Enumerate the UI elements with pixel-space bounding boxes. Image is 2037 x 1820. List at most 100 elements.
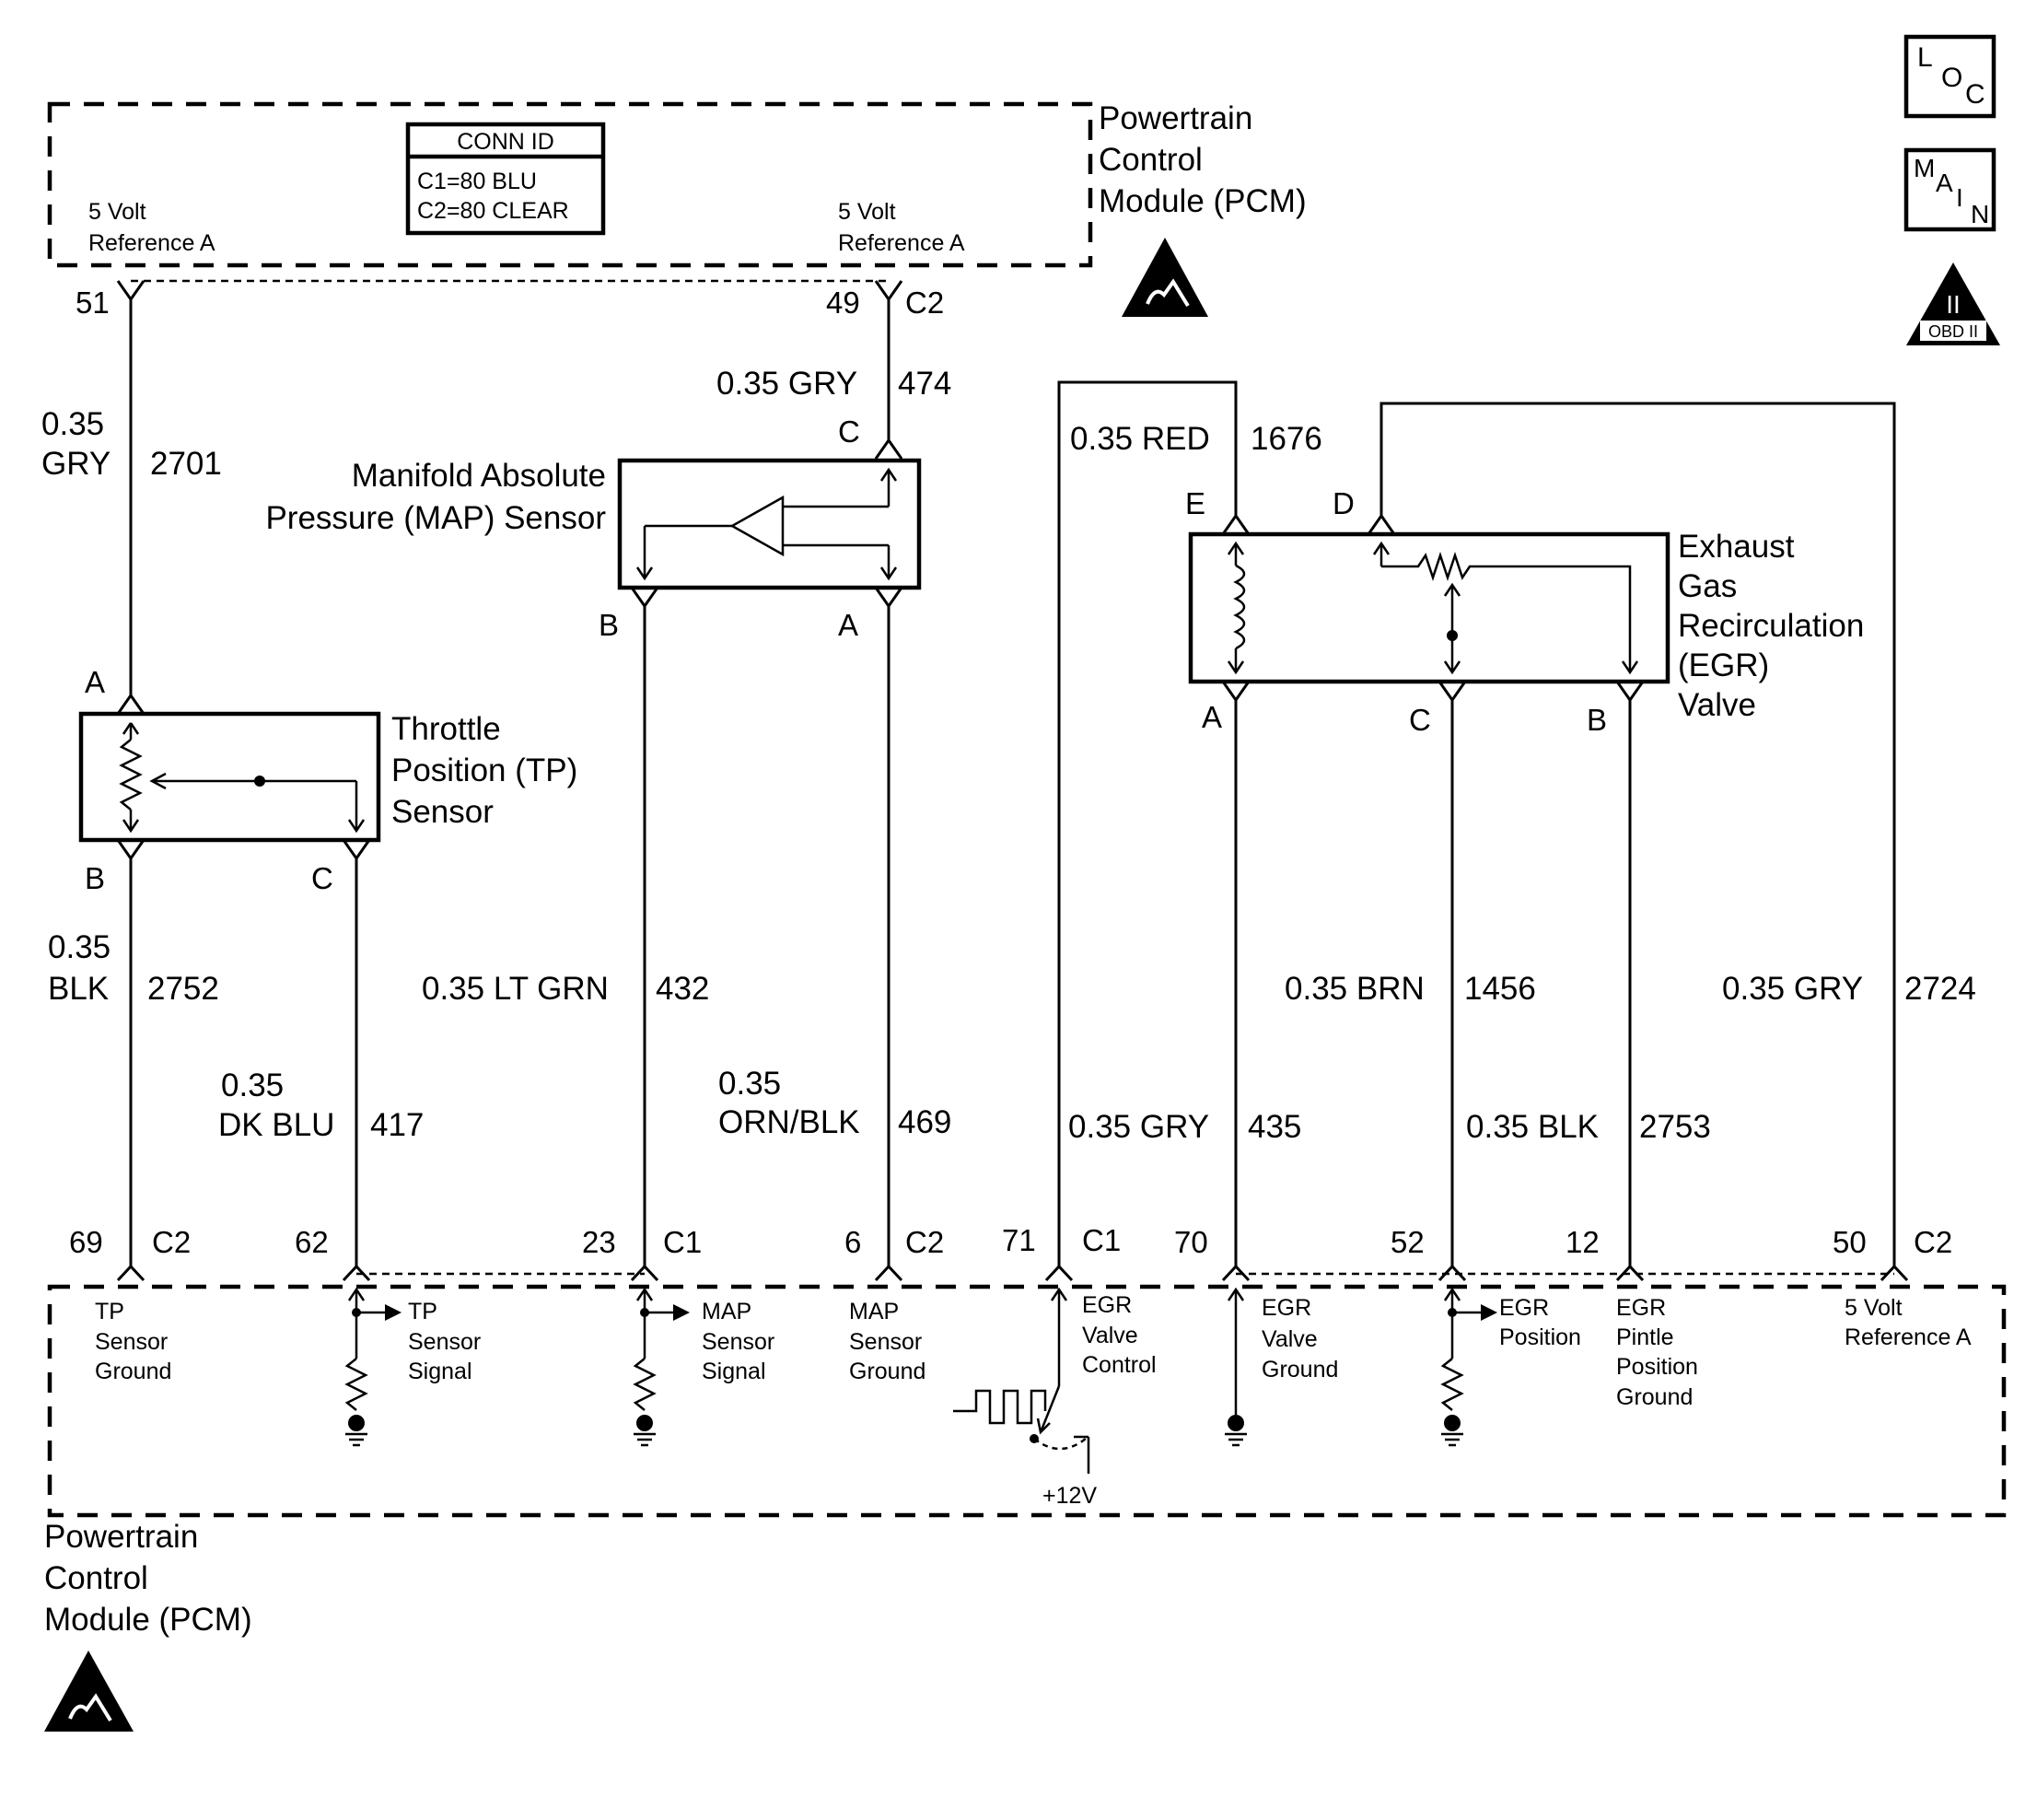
label-egr-pintle-ground-1: EGR bbox=[1616, 1295, 1666, 1321]
label-egr-control-2: Valve bbox=[1082, 1323, 1138, 1348]
wire-1456-num: 1456 bbox=[1464, 971, 1536, 1007]
pcm-top-ref-left-1: 5 Volt bbox=[88, 199, 146, 225]
egr-valve-label-2: Gas bbox=[1678, 568, 1737, 604]
pin-69-c2: C2 bbox=[152, 1225, 191, 1259]
svg-text:II: II bbox=[1946, 290, 1961, 319]
pin-23: 23 bbox=[582, 1225, 616, 1259]
svg-text:M: M bbox=[1914, 154, 1935, 182]
pcm-top-ref-right-1: 5 Volt bbox=[838, 199, 896, 225]
pin-49-c2: C2 bbox=[905, 286, 944, 320]
pin-23-c1: C1 bbox=[663, 1225, 702, 1259]
egr-valve-label-1: Exhaust bbox=[1678, 529, 1795, 565]
map-sensor-label-1: Manifold Absolute bbox=[352, 458, 606, 494]
pcm-top-ref-right-2: Reference A bbox=[838, 230, 965, 256]
wire-435-label: 0.35 GRY bbox=[1068, 1109, 1209, 1145]
wire-2753-label: 0.35 BLK bbox=[1466, 1109, 1599, 1145]
label-ref-a-1: 5 Volt bbox=[1845, 1295, 1903, 1321]
pin-71-c1: C1 bbox=[1082, 1223, 1121, 1257]
wire-474-num: 474 bbox=[898, 366, 951, 402]
wire-469-color: ORN/BLK bbox=[718, 1104, 860, 1140]
egr-pin-c: C bbox=[1409, 703, 1431, 737]
egr-pin-a: A bbox=[1202, 700, 1222, 734]
pin-49: 49 bbox=[826, 286, 860, 320]
esd-warning-icon-bottom bbox=[44, 1651, 134, 1732]
main-icon: M A I N bbox=[1903, 147, 1996, 232]
pin-6: 6 bbox=[844, 1225, 861, 1259]
pcm-internal-circuits bbox=[344, 1287, 1497, 1474]
wire-469-num: 469 bbox=[898, 1104, 951, 1140]
label-map-signal-2: Sensor bbox=[702, 1329, 774, 1355]
label-ref-a-2: Reference A bbox=[1845, 1324, 1972, 1350]
label-egr-control-3: Control bbox=[1082, 1352, 1157, 1378]
pin-62: 62 bbox=[295, 1225, 329, 1259]
wire-1676-num: 1676 bbox=[1251, 421, 1322, 457]
pcm-top-title-1: Powertrain bbox=[1099, 100, 1252, 136]
map-sensor-amplifier-icon bbox=[635, 467, 898, 581]
pcm-bottom-box bbox=[47, 1284, 2007, 1518]
wire-432-label: 0.35 LT GRN bbox=[422, 971, 609, 1007]
map-sensor-label-2: Pressure (MAP) Sensor bbox=[265, 500, 606, 536]
pin-50: 50 bbox=[1833, 1225, 1867, 1259]
map-pin-a: A bbox=[838, 608, 858, 642]
label-tp-signal-2: Sensor bbox=[408, 1329, 481, 1355]
egr-valve-internals-icon bbox=[1227, 541, 1639, 675]
map-sensor-box bbox=[617, 458, 922, 590]
svg-text:N: N bbox=[1971, 200, 1989, 228]
label-egr-control-1: EGR bbox=[1082, 1292, 1132, 1318]
wire-432-num: 432 bbox=[656, 971, 709, 1007]
egr-valve-box bbox=[1188, 531, 1670, 684]
tp-pin-a: A bbox=[85, 665, 105, 699]
pin-6-c2: C2 bbox=[905, 1225, 944, 1259]
egr-pin-b: B bbox=[1587, 703, 1607, 737]
label-tp-signal-3: Signal bbox=[408, 1359, 472, 1384]
label-map-ground-1: MAP bbox=[849, 1299, 899, 1324]
label-tp-signal-1: TP bbox=[408, 1299, 437, 1324]
wire-417-num: 417 bbox=[370, 1107, 424, 1143]
label-egr-valve-ground-1: EGR bbox=[1262, 1295, 1311, 1321]
svg-text:OBD II: OBD II bbox=[1928, 322, 1978, 341]
svg-text:C: C bbox=[1965, 79, 1985, 110]
label-egr-pintle-ground-2: Pintle bbox=[1616, 1324, 1674, 1350]
egr-valve-label-4: (EGR) bbox=[1678, 648, 1769, 683]
pcm-top-box bbox=[47, 101, 1093, 268]
map-pin-b: B bbox=[599, 608, 619, 642]
conn-id-c1: C1=80 BLU bbox=[417, 169, 537, 194]
pin-12: 12 bbox=[1566, 1225, 1600, 1259]
svg-text:O: O bbox=[1941, 63, 1962, 93]
tp-sensor-label-1: Throttle bbox=[391, 711, 501, 747]
loc-icon: L O C bbox=[1903, 34, 1996, 119]
wire-2701-color: GRY bbox=[41, 446, 111, 482]
map-pin-c: C bbox=[838, 414, 860, 449]
label-egr-pintle-ground-4: Ground bbox=[1616, 1384, 1693, 1410]
conn-id-c2: C2=80 CLEAR bbox=[417, 198, 569, 224]
pin-50-c2: C2 bbox=[1914, 1225, 1952, 1259]
pcm-bottom-title-1: Powertrain bbox=[44, 1519, 198, 1555]
wire-435-num: 435 bbox=[1248, 1109, 1301, 1145]
tp-sensor-label-3: Sensor bbox=[391, 794, 494, 830]
egr-pin-e: E bbox=[1185, 486, 1205, 520]
pin-69: 69 bbox=[69, 1225, 103, 1259]
conn-id-header: CONN ID bbox=[457, 129, 554, 155]
tp-sensor-resistor-icon bbox=[119, 722, 366, 834]
wire-417-size: 0.35 bbox=[221, 1068, 284, 1103]
label-tp-ground-3: Ground bbox=[95, 1359, 171, 1384]
label-tp-ground-2: Sensor bbox=[95, 1329, 168, 1355]
label-egr-valve-ground-2: Valve bbox=[1262, 1326, 1318, 1352]
tp-pin-b: B bbox=[85, 861, 105, 895]
tp-pin-c: C bbox=[311, 861, 333, 895]
wire-2752-size: 0.35 bbox=[48, 929, 111, 965]
label-egr-position-1: EGR bbox=[1499, 1295, 1549, 1321]
wire-2701-size: 0.35 bbox=[41, 406, 104, 442]
egr-pin-d: D bbox=[1333, 486, 1355, 520]
label-map-ground-2: Sensor bbox=[849, 1329, 922, 1355]
wire-2701-num: 2701 bbox=[150, 446, 222, 482]
pin-71: 71 bbox=[1002, 1223, 1036, 1257]
label-map-ground-3: Ground bbox=[849, 1359, 925, 1384]
pcm-top-ref-left-2: Reference A bbox=[88, 230, 215, 256]
label-egr-pintle-ground-3: Position bbox=[1616, 1354, 1698, 1380]
pcm-bottom-title-3: Module (PCM) bbox=[44, 1602, 252, 1638]
wire-2752-color: BLK bbox=[48, 971, 109, 1007]
label-map-signal-1: MAP bbox=[702, 1299, 751, 1324]
label-map-signal-3: Signal bbox=[702, 1359, 766, 1384]
